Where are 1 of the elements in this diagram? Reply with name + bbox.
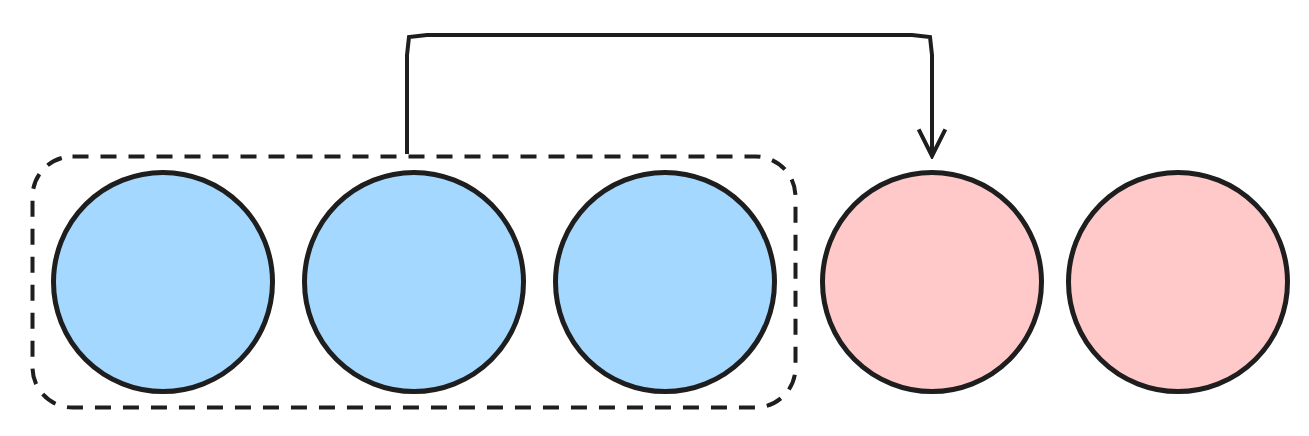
arrow <box>405 33 948 158</box>
